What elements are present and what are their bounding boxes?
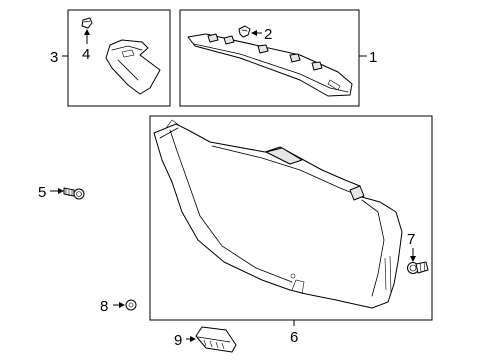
callout-2: 2 (264, 26, 272, 43)
callout-1: 1 (369, 49, 377, 66)
group-box-6 (149, 115, 433, 321)
callout-5: 5 (38, 184, 46, 201)
callout-3: 3 (50, 49, 58, 66)
callout-7: 7 (407, 231, 415, 248)
part-2-clip (238, 25, 251, 38)
part-7-fastener (407, 261, 429, 274)
part-8-washer (125, 299, 137, 311)
callout-6: 6 (290, 329, 298, 346)
group-box-1 (179, 9, 360, 107)
callout-8: 8 (100, 298, 108, 315)
part-1-trim (187, 33, 353, 97)
callout-4: 4 (82, 46, 90, 63)
group-box-3 (67, 9, 171, 107)
part-9-handle (195, 326, 237, 353)
part-5-bolt (63, 187, 85, 200)
part-6-panel (153, 119, 403, 309)
part-3-bracket (105, 39, 161, 95)
part-4-clip (81, 17, 93, 29)
callout-9: 9 (174, 332, 182, 349)
